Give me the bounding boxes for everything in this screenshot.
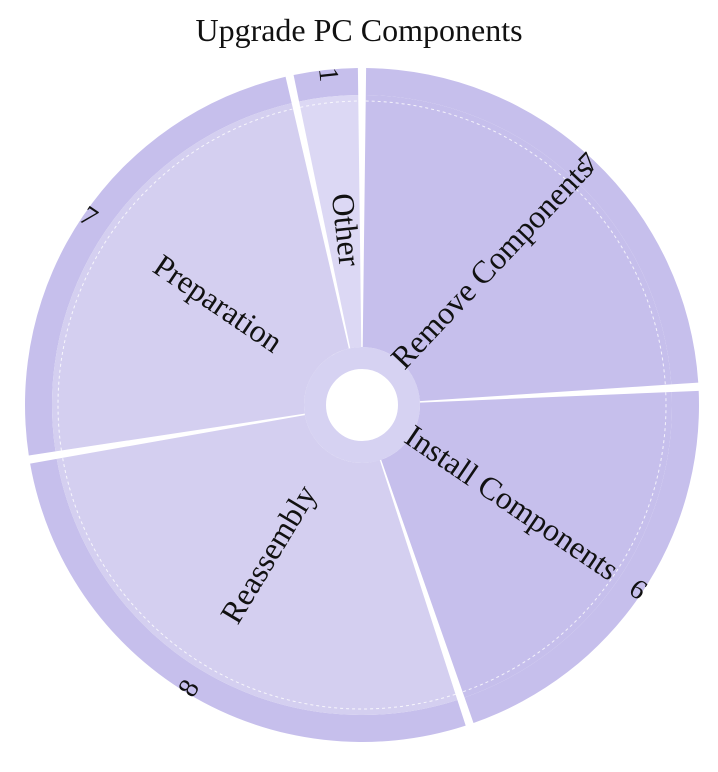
slice-install-components[interactable] [381, 391, 672, 698]
slice-value-other: 1 [312, 66, 344, 83]
slice-edge-remove-components [365, 100, 666, 385]
center-ring [304, 347, 420, 463]
slice-label-other: Other [325, 191, 369, 268]
slice-edge-preparation [57, 108, 294, 451]
slice-remove-components[interactable] [362, 95, 672, 402]
slice-reassembly[interactable] [56, 415, 458, 715]
outer-ring-preparation [24, 76, 292, 456]
outer-ring-reassembly [30, 458, 466, 742]
slice-other[interactable] [299, 95, 362, 349]
slice-edge-other [300, 100, 359, 108]
slice-edge-reassembly [62, 457, 456, 710]
slice-layer [52, 95, 672, 715]
slice-preparation[interactable] [52, 103, 349, 452]
outer-ring-layer [24, 68, 699, 742]
outer-ring-remove-components [365, 68, 699, 385]
outer-ring-other [293, 68, 359, 102]
outer-ring-install-components [464, 390, 699, 724]
slice-edge-install-components [462, 392, 667, 693]
chart-title: Upgrade PC Components [195, 12, 523, 48]
